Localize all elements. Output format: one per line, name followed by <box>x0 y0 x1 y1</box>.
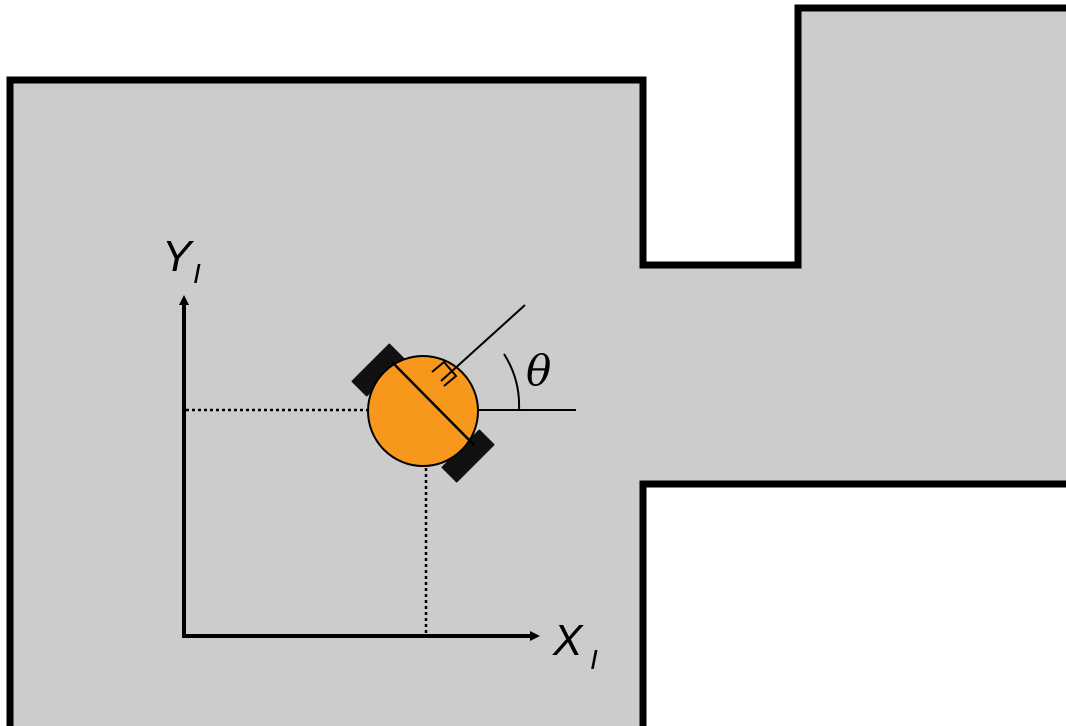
y-axis-subscript: I <box>193 258 201 289</box>
x-axis-subscript: I <box>590 644 598 675</box>
x-axis-label: X <box>552 616 584 665</box>
left-wheel <box>351 343 405 397</box>
right-wheel <box>441 429 495 483</box>
cutoff-header-strip <box>0 0 1066 4</box>
robot-heading-line <box>440 304 526 382</box>
theta-arc <box>503 353 521 411</box>
robot <box>351 304 526 483</box>
environment-walls <box>6 4 1066 726</box>
robot-axle-line <box>391 361 476 447</box>
robot-body <box>367 355 479 467</box>
right-angle-marker <box>431 360 458 387</box>
environment-floor <box>10 8 1066 726</box>
y-axis-label: Y <box>162 232 194 281</box>
theta-label: θ <box>526 346 551 395</box>
